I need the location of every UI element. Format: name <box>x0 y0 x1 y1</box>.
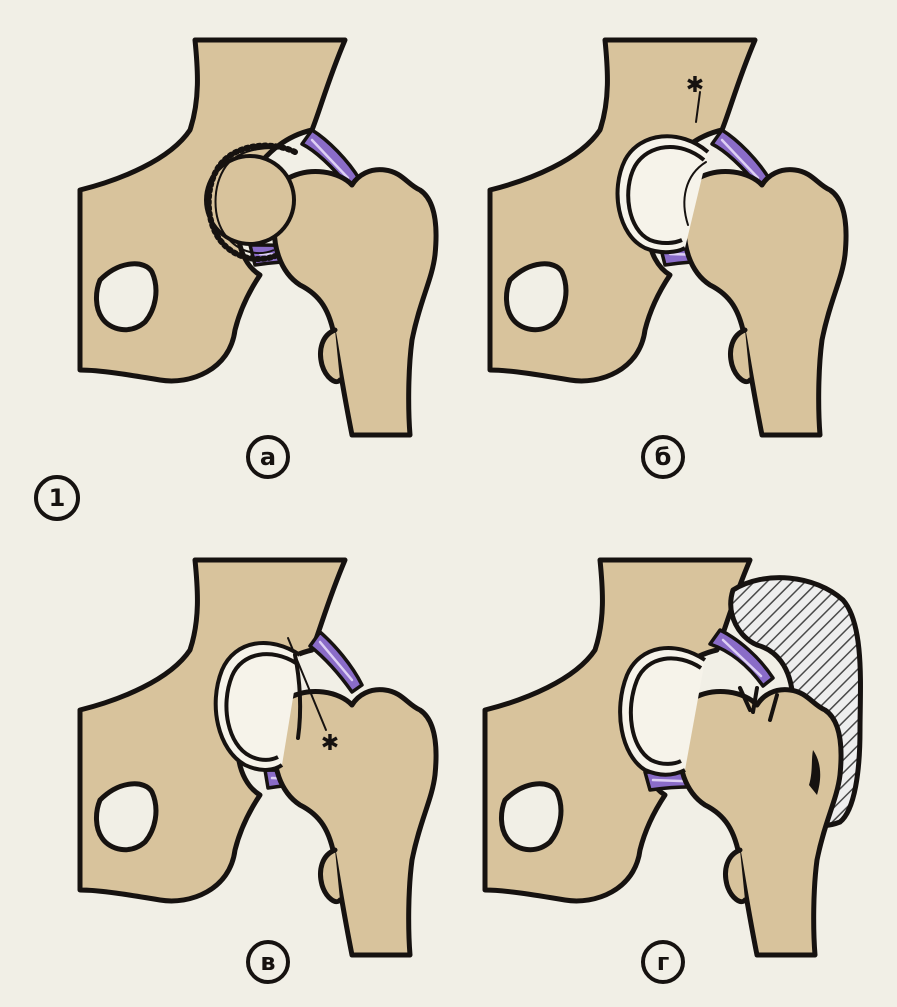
panel-label-a: а <box>248 437 288 477</box>
panel-label-g: г <box>643 942 683 982</box>
panel-label-g-text: г <box>657 948 670 976</box>
panel-label-v-text: в <box>260 948 275 976</box>
asterisk-marker: ✱ <box>686 73 704 98</box>
figure-number-text: 1 <box>49 484 66 512</box>
panel-label-b: б <box>643 437 683 477</box>
asterisk-marker: ✱ <box>321 731 339 756</box>
panel-label-b-text: б <box>655 443 672 471</box>
panel-label-v: в <box>248 942 288 982</box>
panel-label-a-text: а <box>260 443 276 471</box>
figure-number-badge: 1 <box>36 477 78 519</box>
